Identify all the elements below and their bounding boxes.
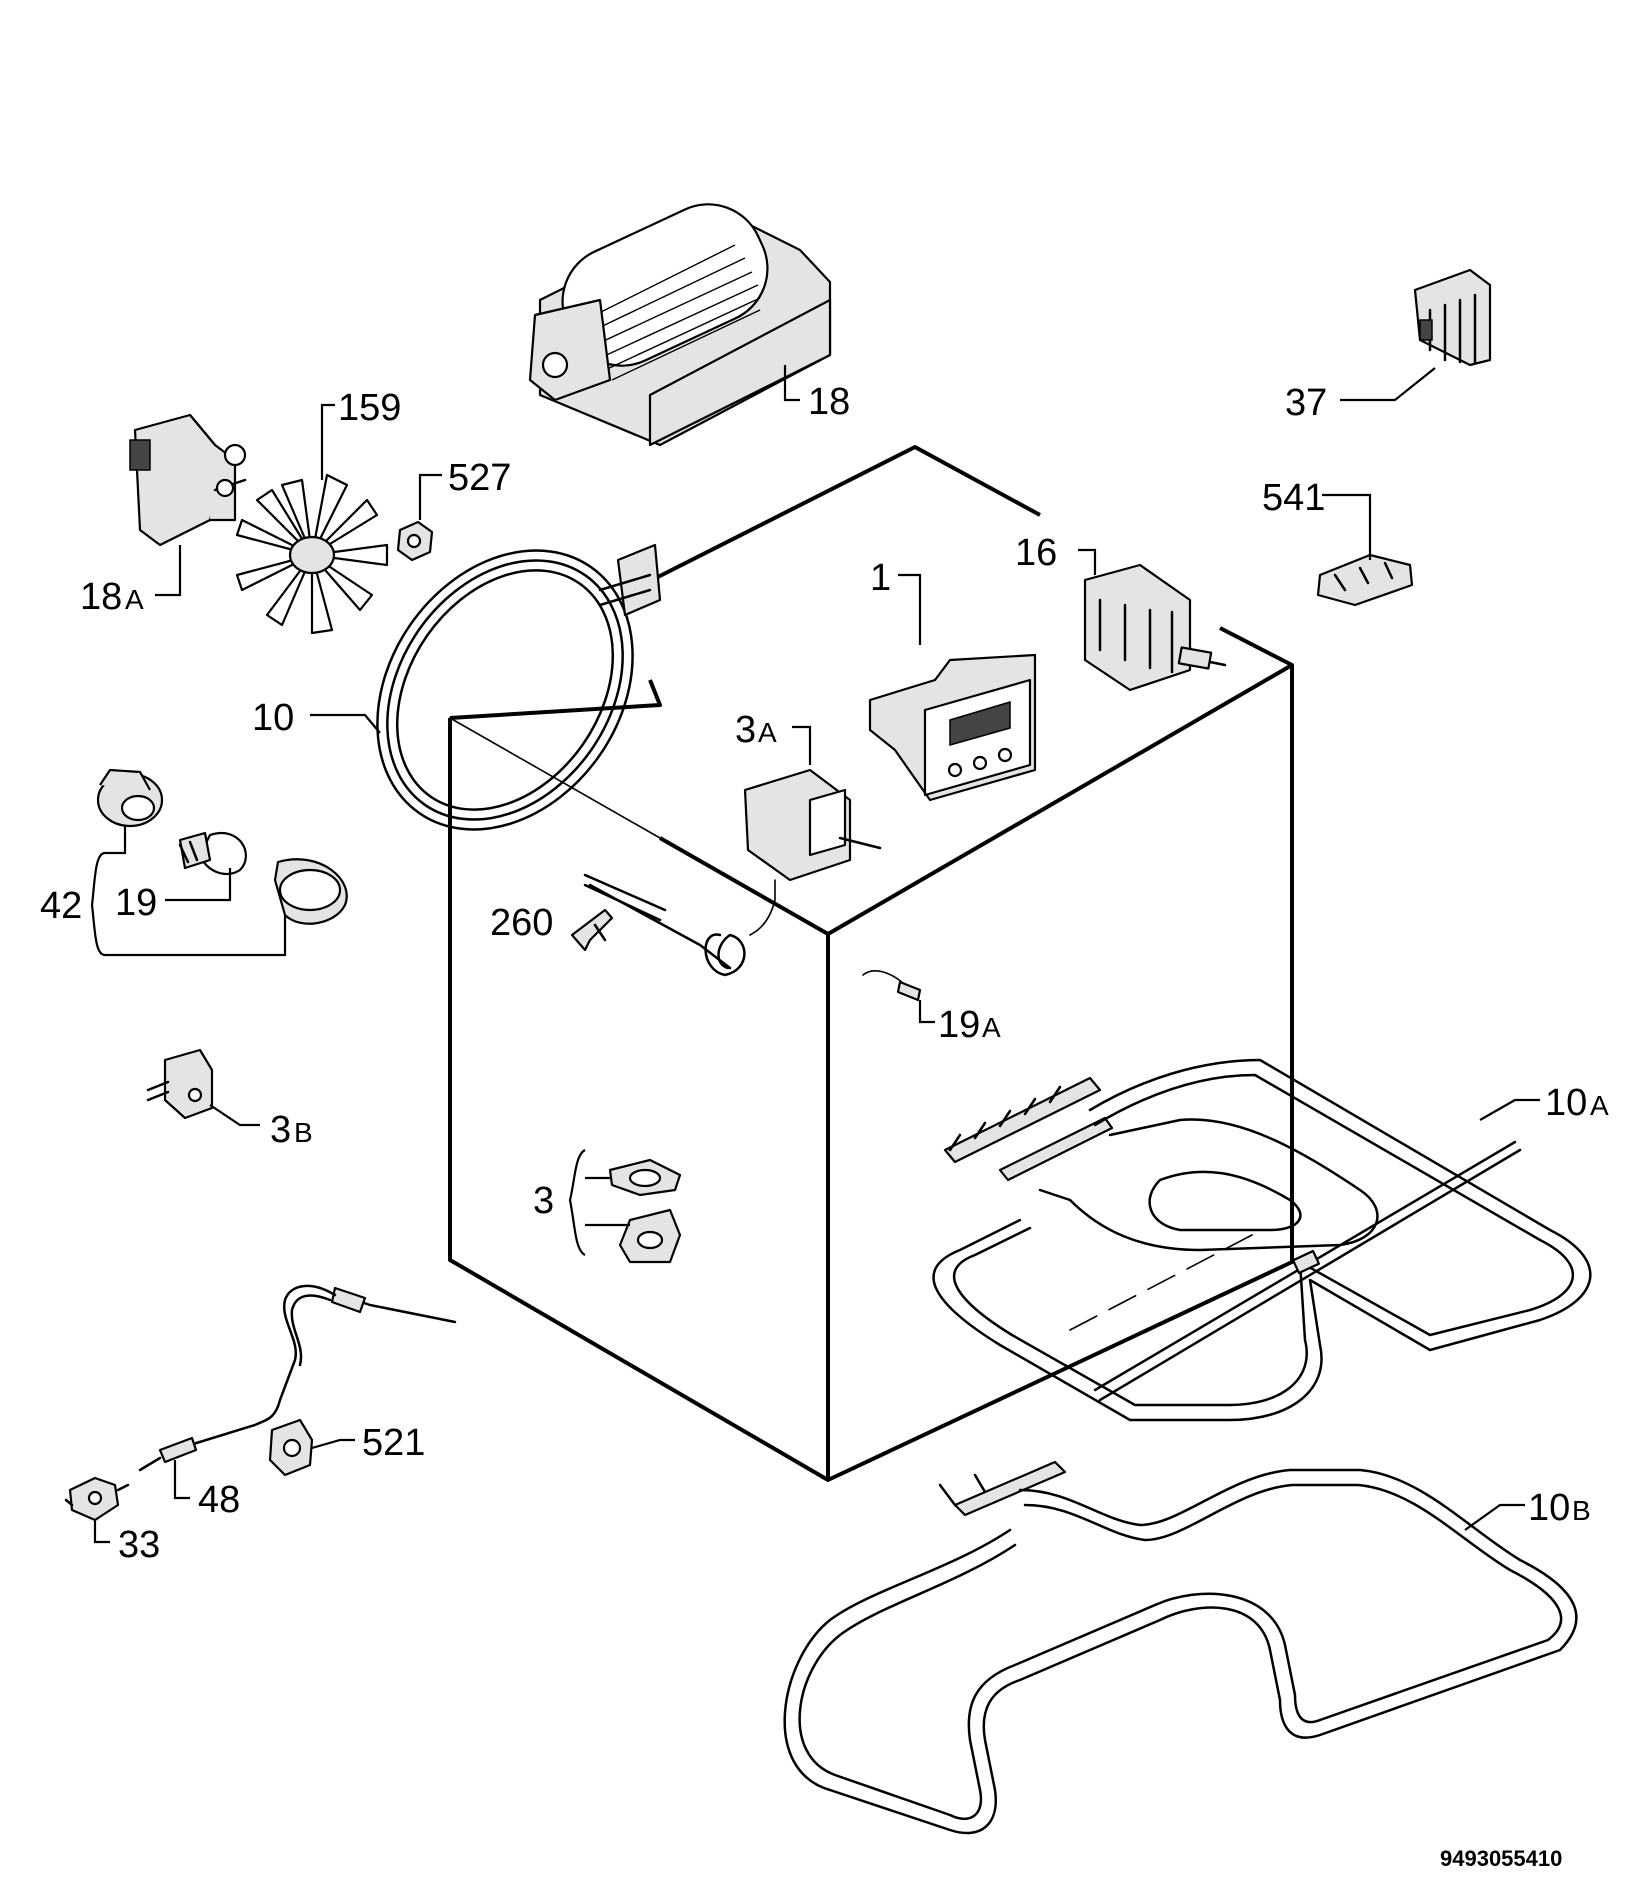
label-33: 33 <box>118 1524 160 1566</box>
label-541: 541 <box>1262 477 1325 519</box>
callout-159: 159 <box>320 387 401 480</box>
label-3b-number: 3 <box>270 1109 291 1151</box>
label-42: 42 <box>40 885 82 927</box>
label-521: 521 <box>362 1422 425 1464</box>
timer-display-part-1 <box>868 653 1037 802</box>
fan-motor-part-18a <box>129 413 247 547</box>
callout-37: 37 <box>1285 367 1436 424</box>
label-1: 1 <box>870 557 891 599</box>
callout-10: 10 <box>252 697 381 739</box>
label-16: 16 <box>1015 532 1057 574</box>
label-19: 19 <box>115 882 157 924</box>
label-19a-suffix: A <box>982 1012 1001 1043</box>
callout-3a: 3 A <box>735 709 812 765</box>
socket-part-521 <box>268 1418 314 1477</box>
label-3a-number: 3 <box>735 709 756 751</box>
thermostat-pair-part-3 <box>608 1158 682 1264</box>
label-18a-suffix: A <box>125 584 144 615</box>
label-10b-number: 10 <box>1528 1487 1570 1529</box>
probe-part-48 <box>138 1284 457 1472</box>
label-18a-number: 18 <box>80 576 122 618</box>
callout-10a: 10 A <box>1479 1082 1609 1124</box>
callout-18a: 18 A <box>80 545 182 618</box>
lamp-bulb-part-19 <box>178 831 247 876</box>
sensor-part-19a <box>862 970 922 1002</box>
label-48: 48 <box>198 1479 240 1521</box>
label-3b-suffix: B <box>294 1117 313 1148</box>
thermostat-part-3a <box>583 768 882 977</box>
selector-switch-part-16 <box>1083 563 1227 692</box>
label-37: 37 <box>1285 382 1327 424</box>
label-159: 159 <box>338 387 401 429</box>
thermal-cutout-part-3b <box>146 1048 214 1120</box>
label-527: 527 <box>448 457 511 499</box>
label-260: 260 <box>490 902 553 944</box>
label-3a-suffix: A <box>758 717 777 748</box>
grill-element-part-10a <box>932 1058 1592 1422</box>
callout-527: 527 <box>418 457 511 520</box>
label-18: 18 <box>808 381 850 423</box>
callout-33: 33 <box>93 1520 160 1566</box>
callout-1: 1 <box>870 557 922 645</box>
callout-541: 541 <box>1262 477 1372 560</box>
tangential-fan-part-18 <box>528 203 832 447</box>
lamp-glass-cover-42 <box>273 858 348 925</box>
callout-3: 3 <box>533 1149 630 1256</box>
fan-impeller-part-159 <box>235 473 389 635</box>
nut-part-527 <box>396 520 434 562</box>
label-19a-number: 19 <box>938 1004 980 1046</box>
callout-48: 48 <box>173 1460 240 1521</box>
callout-521: 521 <box>311 1422 425 1464</box>
drawing-code: 9493055410 <box>1440 1846 1562 1871</box>
callout-42-19: 42 19 <box>40 826 287 957</box>
clip-part-260 <box>570 908 614 952</box>
callout-10b: 10 B <box>1464 1487 1591 1531</box>
bottom-element-part-10b <box>783 1460 1578 1835</box>
label-10: 10 <box>252 697 294 739</box>
lamp-holder-42 <box>96 768 164 828</box>
label-10a-number: 10 <box>1545 1082 1587 1124</box>
terminal-bracket-part-37 <box>1413 268 1492 367</box>
thermostat-part-33 <box>64 1476 130 1522</box>
callout-18: 18 <box>783 365 850 423</box>
callout-3b: 3 B <box>209 1104 313 1151</box>
terminal-block-part-541 <box>1316 553 1414 607</box>
oven-cavity-box <box>448 445 1294 1482</box>
circular-heating-element-part-10 <box>376 543 662 831</box>
label-10a-suffix: A <box>1590 1090 1609 1121</box>
callout-16: 16 <box>1015 532 1097 575</box>
label-3: 3 <box>533 1180 554 1222</box>
label-10b-suffix: B <box>1572 1495 1591 1526</box>
callout-19a: 19 A <box>918 1000 1001 1046</box>
